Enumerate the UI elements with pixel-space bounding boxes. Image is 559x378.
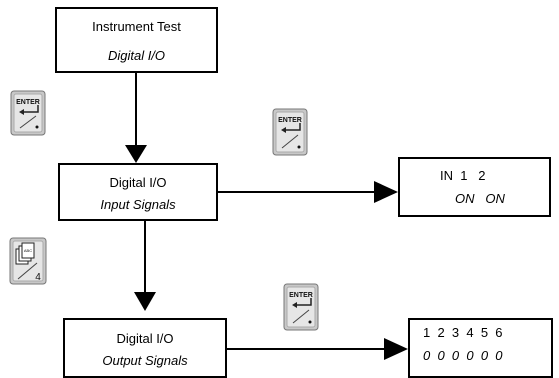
enter-key-icon: ENTER — [272, 108, 308, 156]
node-output-signals-title: Digital I/O — [116, 331, 174, 346]
node-output-signals: Digital I/O Output Signals — [63, 318, 227, 378]
node-instrument-test-subtitle: Digital I/O — [107, 48, 166, 63]
node-instrument-test-title: Instrument Test — [92, 19, 181, 34]
output-display-channels: 1 2 3 4 5 6 — [423, 325, 503, 340]
node-instrument-test: Instrument Test Digital I/O — [55, 7, 218, 73]
arrowhead-input-to-output — [134, 292, 156, 311]
node-input-signals: Digital I/O Input Signals — [58, 163, 218, 221]
node-output-signals-subtitle: Output Signals — [102, 353, 188, 368]
svg-text:ENTER: ENTER — [16, 99, 40, 106]
node-input-signals-title: Digital I/O — [109, 175, 167, 190]
svg-text:ENTER: ENTER — [278, 117, 302, 124]
enter-key-icon: ENTER — [283, 283, 319, 331]
node-input-signals-subtitle: Input Signals — [100, 197, 176, 212]
node-output-display: 1 2 3 4 5 6 0 0 0 0 0 0 — [408, 318, 553, 378]
svg-text:ABC: ABC — [24, 248, 32, 253]
enter-key-icon: ENTER — [10, 90, 46, 136]
arrowhead-input-to-display — [374, 181, 398, 203]
input-display-channels: IN 1 2 — [440, 168, 486, 183]
output-display-states: 0 0 0 0 0 0 — [423, 348, 503, 363]
input-display-states: ON ON — [455, 191, 505, 206]
svg-text:ENTER: ENTER — [289, 292, 313, 299]
abc-4-key-icon: ABC 4 — [9, 237, 47, 285]
arrowhead-output-to-display — [384, 338, 408, 360]
node-input-display: IN 1 2 ON ON — [398, 157, 551, 217]
svg-text:4: 4 — [35, 272, 41, 283]
arrowhead-test-to-input — [125, 145, 147, 163]
